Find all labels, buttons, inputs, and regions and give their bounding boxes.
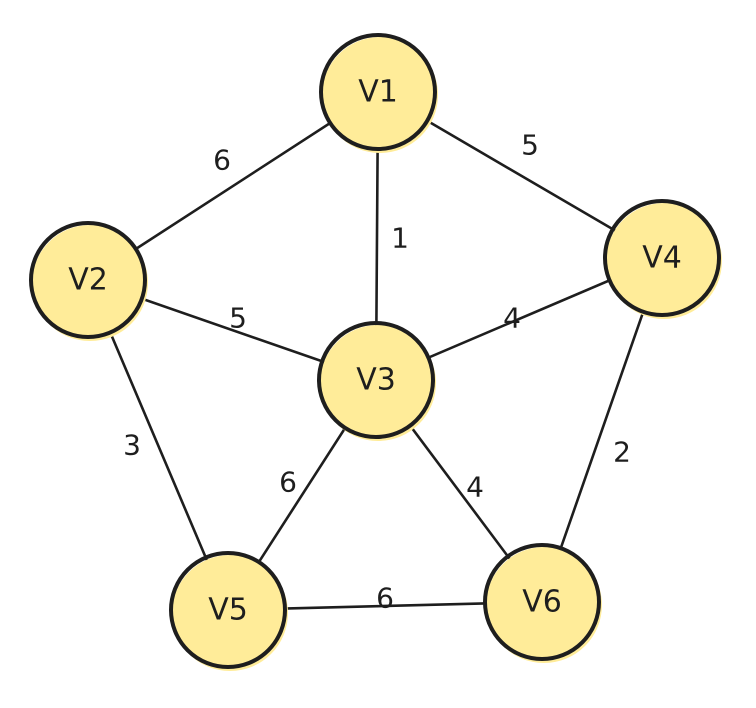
edge-weight-v1-v2: 6 — [213, 144, 231, 177]
node-v4: V4 — [603, 199, 722, 319]
edge-weight-v2-v3: 5 — [229, 302, 247, 335]
node-outline — [483, 543, 601, 661]
node-label: V1 — [358, 75, 398, 110]
edge-weight-v1-v3: 1 — [391, 222, 409, 255]
node-v2: V2 — [29, 221, 148, 341]
edge-weight-v5-v6: 6 — [376, 582, 394, 615]
node-v3: V3 — [317, 321, 436, 441]
node-label: V4 — [642, 241, 682, 276]
node-fill — [322, 37, 438, 153]
node-label: V3 — [356, 363, 396, 398]
node-label: V2 — [68, 263, 108, 298]
edge-weight-v1-v4: 5 — [521, 129, 539, 162]
edge-weight-v3-v4: 4 — [503, 302, 521, 335]
edge-v4-v6 — [540, 256, 664, 604]
node-outline — [169, 551, 287, 669]
node-fill — [172, 555, 288, 671]
node-v5: V5 — [169, 551, 288, 671]
node-fill — [606, 203, 722, 319]
node-label: V6 — [522, 585, 562, 620]
edge-weight-v3-v5: 6 — [279, 466, 297, 499]
node-label: V5 — [208, 593, 248, 628]
node-fill — [486, 547, 602, 663]
node-v6: V6 — [483, 543, 602, 663]
edge-weight-v2-v5: 3 — [123, 429, 141, 462]
edge-weights-layer: 6 1 5 5 3 4 6 4 2 6 — [123, 129, 631, 615]
edge-weight-v3-v6: 4 — [466, 471, 484, 504]
node-fill — [32, 225, 148, 341]
node-v1: V1 — [319, 33, 438, 153]
node-outline — [317, 321, 435, 439]
node-fill — [320, 325, 436, 441]
node-outline — [29, 221, 147, 339]
node-outline — [603, 199, 721, 317]
edge-weight-v4-v6: 2 — [613, 436, 631, 469]
node-outline — [319, 33, 437, 151]
